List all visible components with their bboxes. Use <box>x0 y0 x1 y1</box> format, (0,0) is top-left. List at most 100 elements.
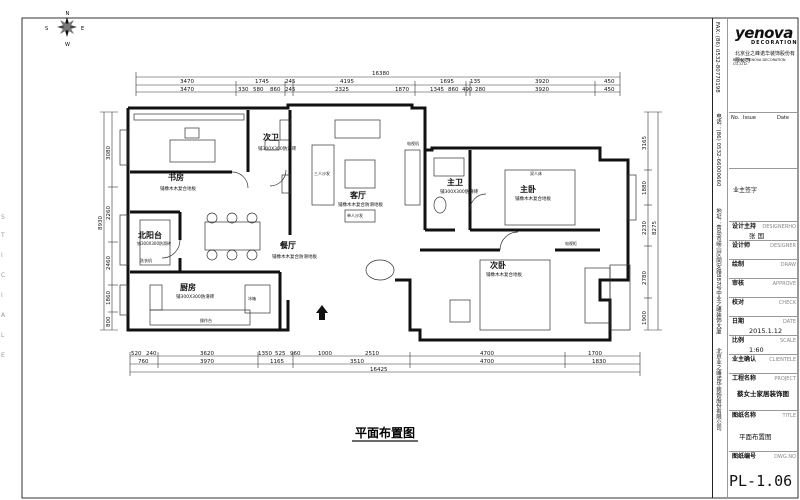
dim-bot-r1-1: 240 <box>146 351 157 357</box>
dim-top-r2-3: 860 <box>270 87 281 93</box>
room-second-bath: 次卫 <box>263 132 279 142</box>
room-labels: 书房 铺橡木木复合地板 次卫 铺300X300防滑砖 客厅 铺橡木木复合防滑地板… <box>137 132 577 323</box>
dim-bot-r2-0: 760 <box>138 359 149 365</box>
plant <box>365 259 395 281</box>
room-master-bed: 主卧 <box>520 184 536 194</box>
dim-right-2: 2230 <box>642 221 648 235</box>
dim-bot-r1-4: 525 <box>275 351 286 357</box>
room-master-bath: 主卫 <box>447 177 463 187</box>
furniture <box>133 113 611 331</box>
issue-date-col: Date <box>777 115 789 121</box>
drawing-number: PL-1.06 <box>729 472 793 490</box>
dim-top-r2-6: 1870 <box>395 87 409 93</box>
dim-top-r2-2: 580 <box>253 87 264 93</box>
left-dimension-texts: 8930 3080 2260 2460 1860 800 <box>98 146 112 327</box>
dim-top-r2-11: 3920 <box>535 87 549 93</box>
wardrobe <box>584 267 611 324</box>
scale-en: SCALE <box>779 338 796 344</box>
notice-text: 业主签字 <box>733 187 758 194</box>
right-dimension-texts: 8275 3165 1880 2230 2780 1900 <box>642 136 658 325</box>
title-label: 图纸名称 <box>732 412 757 419</box>
date-row: 日期 DATE 2015.1.12 <box>729 316 799 335</box>
company-strip: FAX: (86) 0532-80770198 电话：(86) 0532-660… <box>713 18 728 498</box>
dim-bot-r1-8: 4700 <box>480 351 494 357</box>
scale-row: 比例 SCALE 1:60 <box>729 335 799 354</box>
dim-top-r1-3: 4195 <box>340 79 354 85</box>
dim-right-4: 1900 <box>642 311 648 325</box>
dim-right-total: 8275 <box>652 221 658 235</box>
project-en: PROJECT <box>774 376 796 382</box>
draw-label: 绘制 <box>732 261 745 268</box>
study-desk <box>169 139 216 163</box>
dim-bot-r1-7: 2510 <box>365 351 379 357</box>
dim-top-r2-4: 245 <box>285 87 296 93</box>
dim-top-r1-0: 3470 <box>180 79 194 85</box>
room-second-bath-note: 铺300X300防滑砖 <box>258 145 297 152</box>
room-second-bed-note: 铺橡木木复合地板 <box>486 271 522 278</box>
label-washer: 洗衣机 <box>140 257 152 263</box>
left-mark-2: I <box>1 252 3 259</box>
dim-bot-r2-5: 1830 <box>592 359 606 365</box>
room-study-note: 铺橡木木复合地板 <box>160 185 196 192</box>
dim-top-r2-10: 280 <box>475 87 486 93</box>
company-name-vertical: 北京业之峰诺华装饰股份有限公司 <box>715 348 721 431</box>
notice-row: 业主签字 <box>729 168 799 219</box>
windows-doors <box>119 129 637 331</box>
scale-label: 比例 <box>732 337 745 344</box>
compass-n: N <box>66 11 70 17</box>
project-label: 工程名称 <box>732 375 757 382</box>
room-north-balcony: 北阳台 <box>138 230 162 240</box>
drawing-title: 平面布置图 <box>355 425 415 440</box>
study-chair <box>184 127 200 139</box>
left-mark-7: E <box>1 352 5 359</box>
dim-top-r1-1: 1745 <box>255 79 269 85</box>
company-logo: yenova <box>735 24 793 42</box>
dim-top-r2-9: 490 <box>462 87 473 93</box>
client-label: 业主确认 <box>732 356 757 363</box>
check-en: CHECK <box>778 300 796 306</box>
designer2-en: DESIGNER <box>770 243 796 249</box>
dim-bot-r1-2: 3620 <box>200 351 214 357</box>
dim-left-2: 2460 <box>106 256 112 270</box>
room-second-bed: 次卧 <box>490 260 506 270</box>
armchair <box>334 119 381 139</box>
fax-text: FAX: (86) 0532-80770198 <box>714 22 720 93</box>
left-mark-5: A <box>1 312 6 319</box>
dim-left-total: 8930 <box>98 216 104 230</box>
left-edge-marks: S T I C I A L E <box>0 0 12 500</box>
draw-row: 绘制 DRAW <box>729 259 799 278</box>
company-logo-sub: DECORATION <box>751 40 798 46</box>
label-bed: 双人床 <box>530 170 542 176</box>
dim-top-total: 16380 <box>372 71 390 77</box>
room-dining-note: 铺橡木木复合防滑地板 <box>272 253 317 260</box>
dim-top-r2-5: 2325 <box>335 87 349 93</box>
dim-bot-r1-0: 520 <box>131 351 142 357</box>
left-mark-3: C <box>1 272 6 279</box>
master-bed <box>504 169 576 226</box>
left-mark-0: S <box>1 214 5 221</box>
date-en: DATE <box>782 319 796 325</box>
room-kitchen-note: 铺300X300防滑砖 <box>176 293 215 300</box>
issue-no: No. <box>731 115 740 121</box>
dim-top-r2-8: 860 <box>448 87 459 93</box>
compass-e: E <box>81 26 84 32</box>
dim-top-r2-0: 3470 <box>180 87 194 93</box>
dim-bot-r2-4: 4700 <box>480 359 494 365</box>
top-dimension-texts: 16380 3470 1745 245 4195 1695 135 3920 4… <box>180 71 615 93</box>
dim-bot-r2-1: 3970 <box>200 359 214 365</box>
bathtub <box>433 157 465 177</box>
dim-top-r1-2: 245 <box>285 79 296 85</box>
bottom-dimensions <box>129 352 641 376</box>
check-label: 校对 <box>732 299 745 306</box>
compass-w: W <box>65 42 70 48</box>
client-row: 业主确认 CLIENTELE <box>729 354 799 373</box>
dim-right-3: 2780 <box>642 271 648 285</box>
dim-bot-total: 16425 <box>370 367 388 373</box>
approve-en: APPROVE <box>772 281 796 287</box>
label-sofa-3: 三人沙发 <box>314 170 330 176</box>
designer2-row: 设计师 DESIGNER <box>729 240 799 259</box>
title-row: 图纸名称 TITLE 平面布置图 <box>729 410 799 451</box>
fridge <box>244 284 271 314</box>
label-op-table: 操作台 <box>200 317 212 323</box>
designer-label: 设计主持 <box>732 223 757 230</box>
